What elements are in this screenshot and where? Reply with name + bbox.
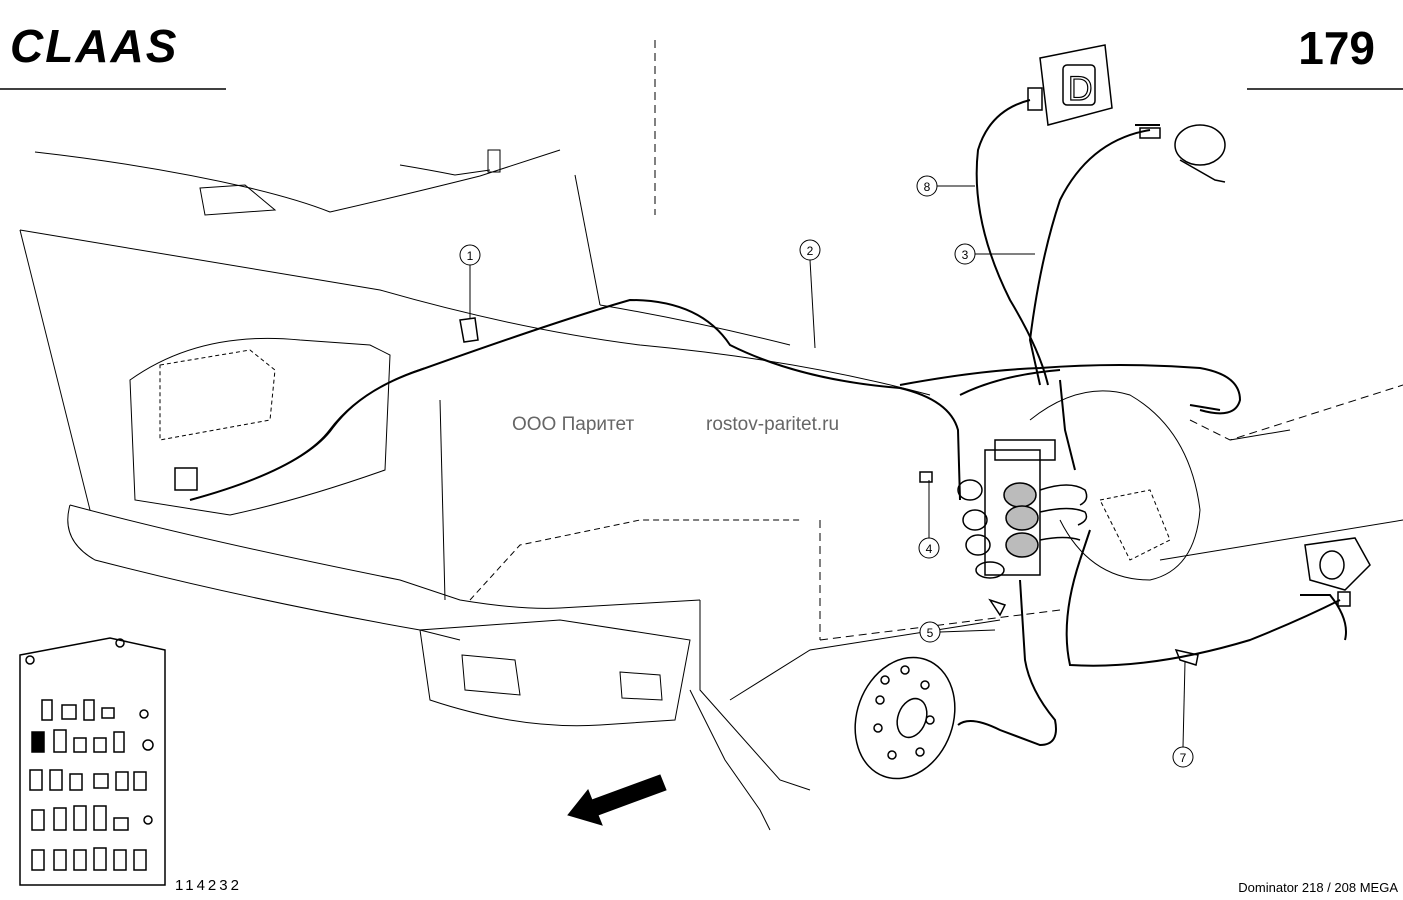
model-name: Dominator 218 / 208 MEGA	[1238, 880, 1398, 895]
callout-4: 4	[918, 480, 940, 559]
svg-text:4: 4	[926, 542, 933, 556]
direction-arrow	[567, 774, 667, 826]
callout-1: 1	[459, 244, 481, 318]
harness-connector	[174, 467, 198, 491]
callout-5: 5	[919, 621, 996, 643]
fuse-panel-inset	[19, 637, 166, 886]
claas-logo: CLAAS	[10, 20, 178, 72]
svg-text:2: 2	[807, 244, 814, 258]
callout-3: 3	[954, 243, 1035, 265]
svg-text:8: 8	[924, 180, 931, 194]
display-terminal: D	[1027, 44, 1113, 126]
pulse-wheel	[854, 656, 956, 780]
cable-clamp	[1174, 648, 1199, 666]
callout-7: 7	[1172, 661, 1194, 768]
machine-outline	[19, 40, 1403, 831]
svg-text:5: 5	[927, 626, 934, 640]
svg-text:1: 1	[467, 249, 474, 263]
watermark-company: ООО Паритет	[512, 414, 634, 435]
svg-text:7: 7	[1180, 751, 1187, 765]
sensor-motor	[1304, 537, 1371, 607]
callout-2: 2	[799, 239, 821, 349]
callout-8: 8	[916, 175, 975, 197]
wiring-harness	[189, 99, 1347, 747]
page-number: 179	[1298, 22, 1375, 74]
valve-block	[919, 439, 1088, 617]
cable-clip	[459, 317, 479, 343]
callouts: 1 2 3 4 5 7 8	[459, 175, 1194, 768]
watermark-site: rostov-paritet.ru	[706, 414, 839, 435]
svg-text:D: D	[1068, 70, 1093, 108]
sensor-clip	[1139, 124, 1226, 183]
drawing-number: 114232	[175, 877, 242, 894]
svg-text:3: 3	[962, 248, 969, 262]
